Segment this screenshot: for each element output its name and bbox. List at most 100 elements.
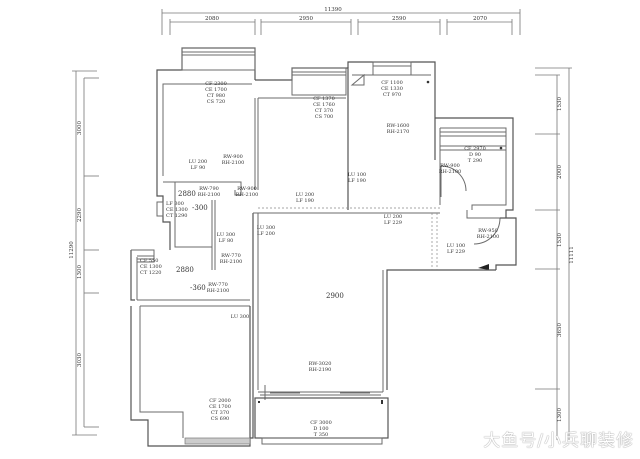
top-dimension: 11390 2080 2950 2590 2070: [161, 7, 521, 35]
svg-text:RW-950: RW-950: [478, 228, 498, 234]
svg-text:LF 80: LF 80: [219, 238, 234, 244]
svg-text:CT 1220: CT 1220: [140, 270, 161, 276]
svg-text:RH-2170: RH-2170: [387, 129, 410, 135]
svg-text:-360: -360: [190, 284, 206, 292]
svg-text:RH-2100: RH-2100: [207, 288, 230, 294]
svg-text:CF 2000: CF 2000: [209, 398, 231, 404]
svg-text:LF 229: LF 229: [384, 220, 402, 226]
svg-text:CF 1370: CF 1370: [313, 96, 335, 102]
right-dim-3: 1530: [557, 233, 563, 247]
svg-text:RW-770: RW-770: [221, 253, 241, 259]
right-dim-1: 1530: [557, 97, 563, 111]
right-dim-4: 3650: [557, 323, 563, 337]
svg-text:D 100: D 100: [313, 426, 328, 432]
svg-text:CE 1330: CE 1330: [381, 86, 403, 92]
svg-text:LF 90: LF 90: [191, 165, 206, 171]
svg-text:RH-2190: RH-2190: [309, 367, 332, 373]
svg-text:LU 200: LU 200: [189, 159, 207, 165]
svg-text:CT 370: CT 370: [211, 410, 229, 416]
svg-text:CT 980: CT 980: [207, 93, 225, 99]
living-labels: 2900 RW-3020 RH-2190 LU 300: [231, 292, 344, 373]
balcony-labels: CF 3000 D 100 T 350: [310, 420, 332, 438]
bath-w-labels: CF 550 CE 1300 CT 1220 2880 -360 RW-770 …: [140, 253, 242, 294]
top-total-dim: 11390: [324, 7, 342, 13]
svg-text:RH-2100: RH-2100: [439, 169, 462, 175]
left-dim-4: 3030: [77, 353, 83, 367]
watermark: 大鱼号/小兵聊装修: [483, 431, 634, 451]
top-dim-3: 2590: [392, 16, 406, 22]
svg-text:CF 1100: CF 1100: [381, 80, 403, 86]
svg-text:RW-1600: RW-1600: [387, 123, 410, 129]
svg-text:LU 100: LU 100: [348, 172, 366, 178]
left-dim-2: 2290: [77, 208, 83, 222]
svg-text:CE 1300: CE 1300: [140, 264, 162, 270]
svg-text:-300: -300: [192, 204, 208, 212]
svg-text:LF 229: LF 229: [447, 249, 465, 255]
top-dim-2: 2950: [299, 16, 313, 22]
svg-text:RH-2100: RH-2100: [198, 192, 221, 198]
svg-text:CF 2300: CF 2300: [205, 81, 227, 87]
bedroom-nw-labels: CF 2300 CE 1700 CT 980 CS 720: [205, 81, 227, 105]
svg-text:CF 2970: CF 2970: [464, 146, 486, 152]
svg-text:RH-2100: RH-2100: [220, 259, 243, 265]
svg-text:LU 200: LU 200: [384, 214, 402, 220]
right-total-dim: 11111: [569, 246, 575, 264]
svg-text:D 90: D 90: [469, 152, 481, 158]
left-dim-1: 3000: [77, 121, 83, 135]
bath-n-labels: CF 1100 CE 1330 CT 970 RW-1600 RH-2170: [381, 80, 409, 135]
svg-text:RH-2100: RH-2100: [222, 160, 245, 166]
svg-text:CE 1700: CE 1700: [205, 87, 227, 93]
svg-text:LF 200: LF 200: [257, 231, 275, 237]
svg-text:CT 370: CT 370: [315, 108, 333, 114]
svg-text:2900: 2900: [326, 292, 344, 300]
svg-text:CT 1290: CT 1290: [166, 213, 187, 219]
top-dim-4: 2070: [473, 16, 487, 22]
svg-text:RH-2100: RH-2100: [236, 192, 259, 198]
svg-text:RW-3020: RW-3020: [309, 361, 332, 367]
entry-door-swing: [473, 217, 501, 245]
svg-text:RH-2100: RH-2100: [477, 234, 500, 240]
right-dim-2: 2000: [557, 165, 563, 179]
svg-text:LF 190: LF 190: [348, 178, 366, 184]
right-dimension: 1530 2000 1530 11111 3650 1300: [535, 67, 575, 440]
svg-text:CS 690: CS 690: [211, 416, 229, 422]
bedroom-sw-labels: CF 2000 CE 1700 CT 370 CS 690: [209, 398, 231, 422]
top-dim-1: 2080: [205, 16, 219, 22]
svg-text:LU 300: LU 300: [257, 225, 275, 231]
entry-marker-icon: [478, 264, 489, 270]
svg-text:CE 1700: CE 1700: [209, 404, 231, 410]
walls: [130, 47, 517, 447]
svg-text:LU 100: LU 100: [447, 243, 465, 249]
svg-text:T 350: T 350: [314, 432, 328, 438]
svg-text:2880: 2880: [176, 266, 194, 274]
right-dim-5: 1300: [557, 408, 563, 422]
svg-text:RW-900: RW-900: [440, 163, 460, 169]
svg-text:LF 190: LF 190: [296, 198, 314, 204]
svg-text:CE 1300: CE 1300: [166, 207, 188, 213]
toilet-icon: [350, 73, 365, 86]
bedroom-n-labels: CF 1370 CE 1760 CT 370 CS 700: [313, 96, 335, 120]
svg-text:LU 300: LU 300: [217, 232, 235, 238]
left-dimension: 3000 2290 11290 1300 3030: [69, 70, 99, 436]
left-total-dim: 11290: [69, 241, 75, 259]
small-room-labels: 2880 RW-790 RH-2100 -300 LF 300 CE 1300 …: [166, 186, 275, 244]
left-dim-3: 1300: [77, 265, 83, 279]
entry-labels: RW-950 RH-2100 LU 100 LF 229: [447, 228, 499, 255]
svg-text:CT 970: CT 970: [383, 92, 401, 98]
svg-text:CS 720: CS 720: [207, 99, 225, 105]
kitchen-door-swing: [440, 165, 467, 192]
svg-text:RW-900: RW-900: [237, 186, 257, 192]
svg-text:LF 300: LF 300: [166, 201, 184, 207]
svg-text:LU 200: LU 200: [296, 192, 314, 198]
svg-text:RW-790: RW-790: [199, 186, 219, 192]
svg-text:T 290: T 290: [468, 158, 482, 164]
svg-text:LU 300: LU 300: [231, 314, 249, 320]
svg-text:CE 1760: CE 1760: [313, 102, 335, 108]
svg-text:CS 700: CS 700: [315, 114, 333, 120]
kitchen-labels: CF 2970 D 90 T 290 RW-900 RH-2100: [439, 146, 486, 175]
svg-text:CF 3000: CF 3000: [310, 420, 332, 426]
svg-text:2880: 2880: [178, 190, 196, 198]
svg-text:CF 550: CF 550: [140, 258, 158, 264]
svg-text:RW-770: RW-770: [208, 282, 228, 288]
